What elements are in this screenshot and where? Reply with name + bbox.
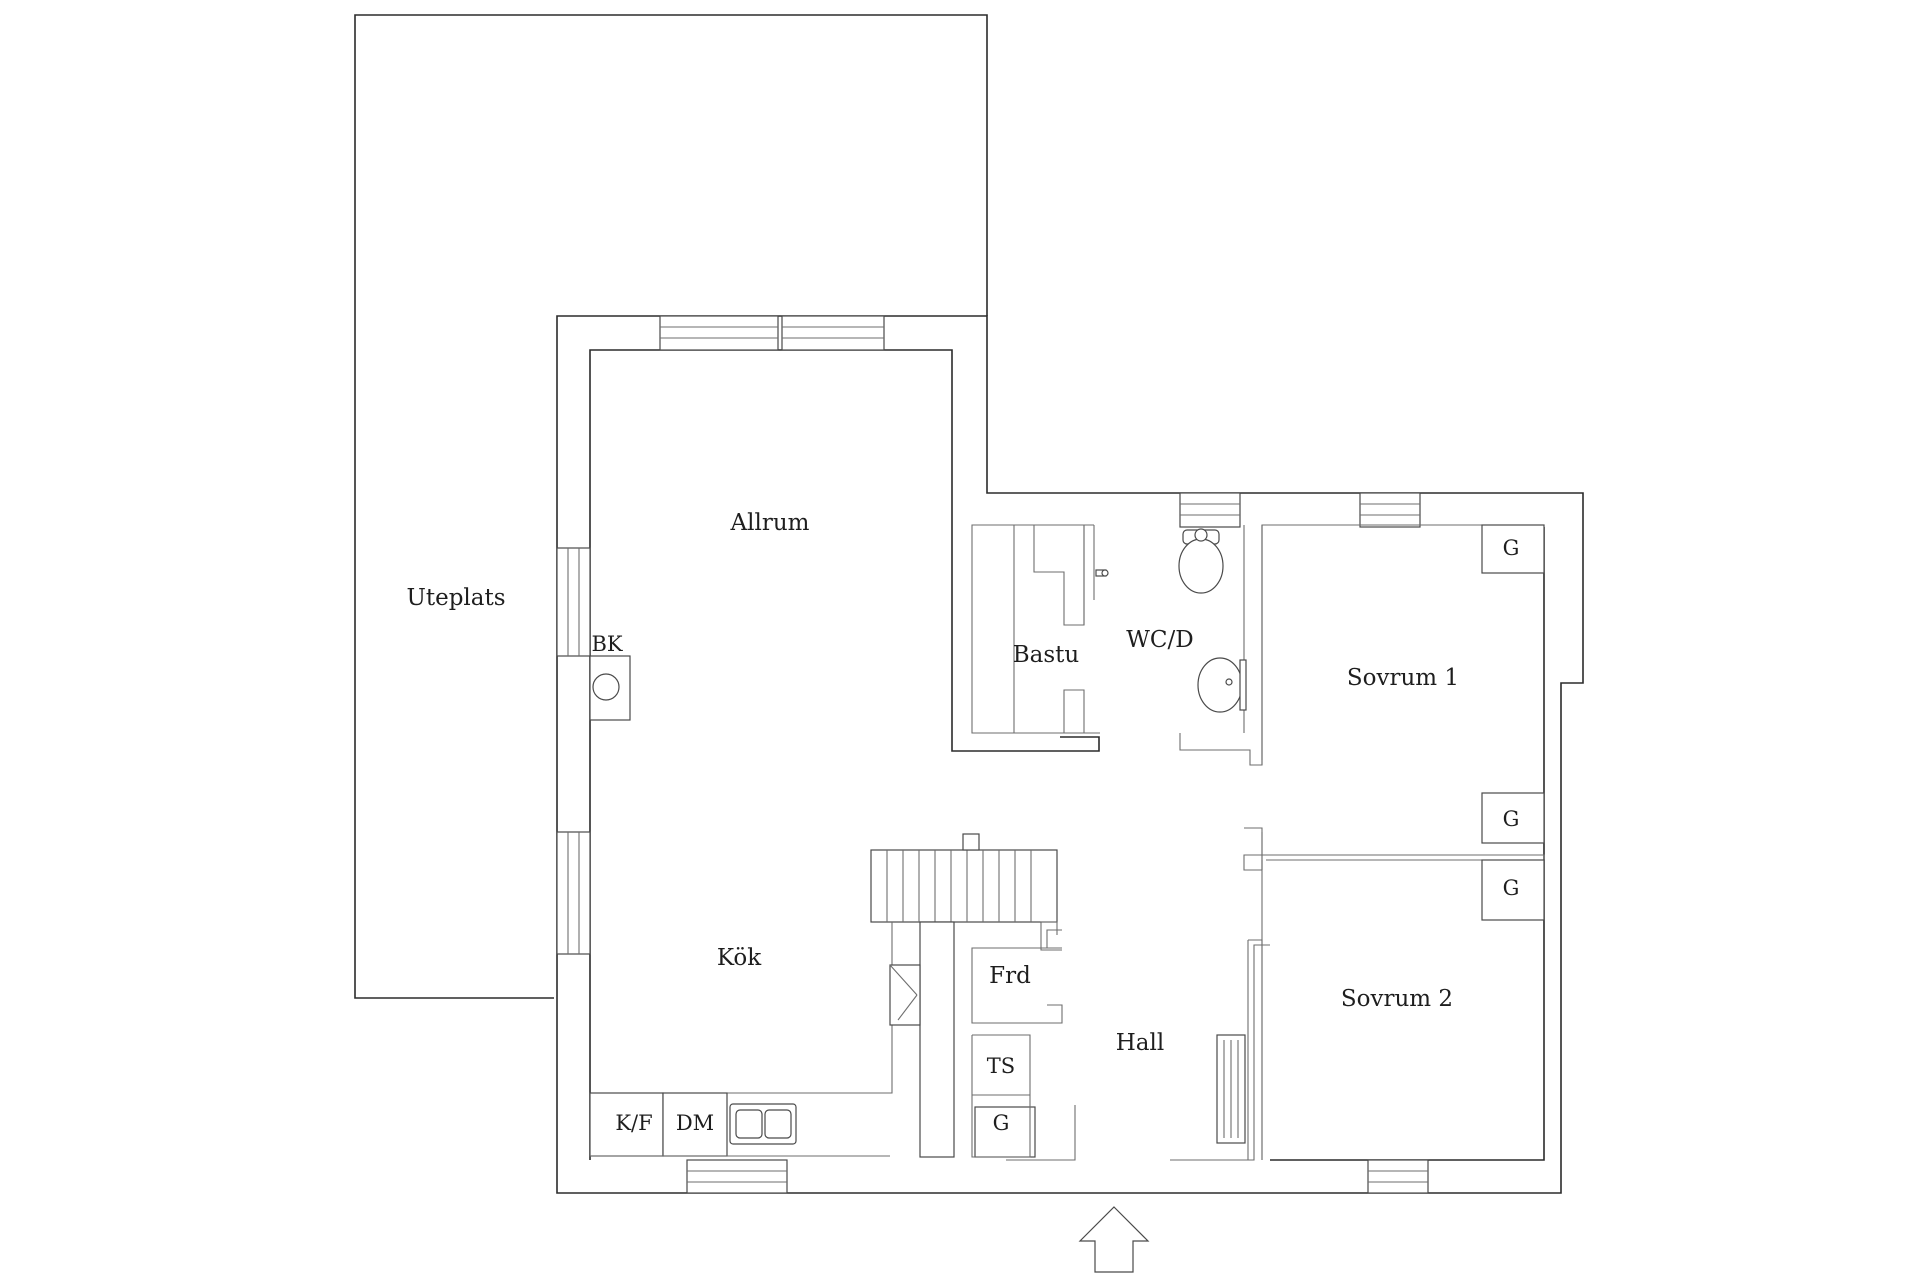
label-hall: Hall <box>1116 1030 1164 1056</box>
sauna-walls <box>971 524 1100 734</box>
label-g-sovrum1-top: G <box>1503 536 1520 560</box>
radiator <box>1216 1034 1246 1144</box>
label-g-hall: G <box>993 1111 1010 1135</box>
label-bk: BK <box>591 632 622 656</box>
label-kf: K/F <box>615 1111 652 1135</box>
label-ts: TS <box>987 1054 1015 1078</box>
staircase <box>870 833 1062 1158</box>
bathroom-fixtures <box>1095 528 1247 713</box>
label-wcd: WC/D <box>1126 627 1193 653</box>
label-sovrum2: Sovrum 2 <box>1341 986 1453 1012</box>
outer-walls <box>556 315 1584 1194</box>
label-frd: Frd <box>989 963 1031 989</box>
label-sovrum1: Sovrum 1 <box>1347 665 1459 691</box>
windows <box>556 315 1429 1194</box>
terrace-area <box>354 14 988 999</box>
closet-frd <box>971 929 1063 1158</box>
bedroom-walls <box>1243 524 1545 1160</box>
label-g-sovrum2: G <box>1503 876 1520 900</box>
label-g-sovrum1-bottom: G <box>1503 807 1520 831</box>
label-bastu: Bastu <box>1013 642 1079 668</box>
label-kok: Kök <box>717 945 762 971</box>
label-allrum: Allrum <box>730 510 810 536</box>
entrance-arrow-icon <box>1078 1206 1150 1273</box>
wardrobes <box>974 524 1545 1158</box>
kitchen-fixtures <box>589 922 921 1157</box>
fireplace <box>589 655 631 721</box>
label-uteplats: Uteplats <box>406 585 505 611</box>
label-dm: DM <box>676 1111 714 1135</box>
